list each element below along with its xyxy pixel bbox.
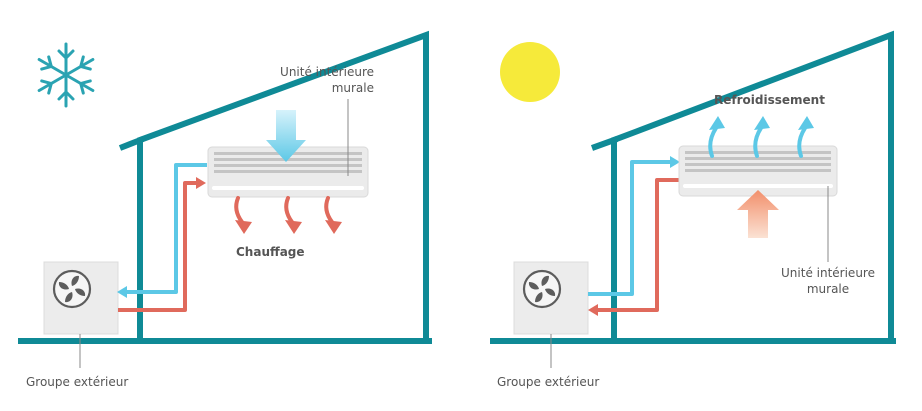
hot-pipe (596, 178, 679, 312)
cooling-indoor-unit-label: Unité intérieure murale (770, 265, 886, 297)
snowflake-icon (37, 42, 95, 108)
cold-pipe-arrow (670, 156, 680, 168)
hot-pipe-arrow (196, 177, 206, 189)
house-outline (137, 30, 429, 340)
cold-pipe (124, 163, 207, 294)
ground-line (490, 338, 896, 344)
hot-air-arrow (324, 196, 342, 234)
cold-pipe-arrow (117, 286, 127, 298)
house-outline (611, 30, 894, 340)
heating-outdoor-unit-label: Groupe extérieur (26, 375, 129, 389)
hot-pipe-arrow (588, 304, 598, 316)
heating-indoor-unit-label: Unité intérieure murale (262, 64, 374, 96)
air-intake-arrow (266, 110, 306, 162)
fan-icon (522, 269, 562, 309)
hot-air-arrow (284, 196, 302, 234)
roof-overhang (118, 136, 145, 151)
cool-air-arrow (797, 116, 814, 158)
ground-line (18, 338, 432, 344)
hot-pipe (118, 181, 198, 312)
hot-air-arrows (234, 196, 342, 234)
heating-indoor-unit-label-line2: murale (331, 81, 374, 95)
cold-pipe (588, 160, 672, 296)
roof-overhang (590, 136, 619, 151)
air-intake-arrow (737, 190, 779, 238)
cool-air-arrows (708, 116, 814, 158)
cool-air-arrow (753, 116, 770, 158)
cool-air-arrow (708, 116, 725, 158)
heating-mode-label: Chauffage (236, 245, 305, 259)
cooling-outdoor-unit-label: Groupe extérieur (497, 375, 600, 389)
cooling-indoor-unit-label-line2: murale (806, 282, 850, 296)
fan-icon (52, 269, 92, 309)
heating-panel (18, 30, 432, 368)
cooling-mode-label: Refroidissement (714, 93, 825, 107)
hot-air-arrow (234, 196, 252, 234)
heating-indoor-unit-label-line1: Unité intérieure (280, 65, 374, 79)
cooling-indoor-unit-label-line1: Unité intérieure (781, 266, 875, 280)
sun-icon (500, 42, 560, 102)
cooling-panel (490, 30, 896, 368)
